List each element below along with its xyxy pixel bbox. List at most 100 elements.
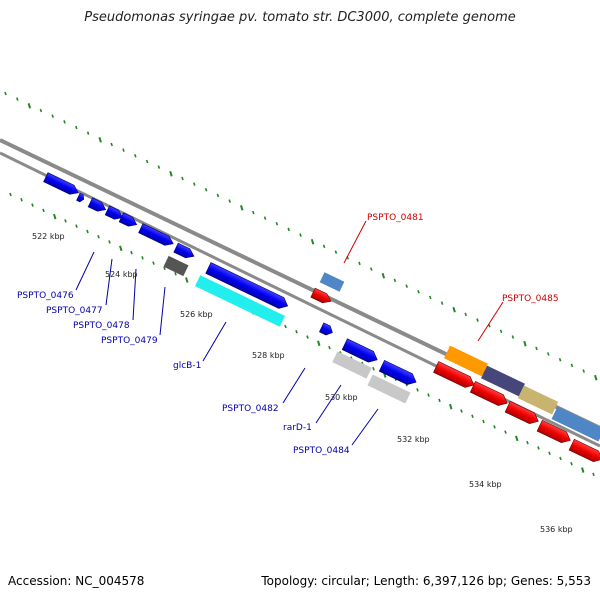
gene-pspto-0481-upper[interactable]	[319, 272, 345, 292]
scale-label: 536 kbp	[540, 525, 573, 534]
gene-glcb-1-highlight[interactable]	[195, 275, 285, 327]
leader-line	[315, 384, 342, 424]
gene-pspto-0479[interactable]	[138, 223, 176, 249]
gene-label[interactable]: PSPTO_0476	[17, 291, 74, 301]
scale-tick	[515, 435, 519, 442]
scale-tick	[499, 329, 503, 334]
scale-tick	[51, 114, 54, 118]
scale-tick	[157, 165, 161, 169]
scale-tick	[582, 369, 585, 373]
gene-pspto-0478[interactable]	[104, 205, 125, 222]
leader-line	[282, 367, 306, 404]
gene-label[interactable]: PSPTO_0485	[502, 294, 559, 304]
scale-tick	[263, 216, 267, 220]
gene-link-pspto-0476[interactable]: PSPTO_0476	[17, 291, 74, 301]
scale-tick	[75, 224, 78, 228]
scale-tick	[152, 261, 155, 265]
scale-tick	[20, 198, 23, 202]
scale-tick	[42, 208, 45, 213]
scale-tick	[108, 240, 111, 244]
gene-link-pspto-0485[interactable]: PSPTO_0485	[502, 294, 559, 304]
gene-pspto-0489-lower[interactable]	[568, 438, 600, 465]
leader-line	[477, 301, 504, 342]
gene-label[interactable]: glcB-1	[173, 361, 201, 371]
scale-tick	[86, 229, 89, 234]
scale-tick	[317, 340, 321, 347]
gene-label[interactable]: PSPTO_0477	[46, 306, 103, 316]
scale-tick	[193, 182, 196, 186]
scale-tick	[334, 250, 338, 254]
gene-pspto-0486-lower[interactable]	[469, 380, 509, 408]
gene-label[interactable]: PSPTO_0482	[222, 404, 279, 414]
gene-pspto-0487-lower[interactable]	[504, 400, 541, 427]
scale-tick	[438, 398, 441, 403]
scale-tick	[306, 335, 309, 339]
scale-label: 524 kbp	[105, 270, 138, 279]
gene-label[interactable]: PSPTO_0481	[367, 213, 424, 223]
gene-label[interactable]: PSPTO_0484	[293, 446, 350, 456]
scale-tick	[381, 272, 386, 279]
scale-tick	[141, 256, 144, 260]
scale-tick	[493, 425, 496, 429]
leader-line	[343, 220, 367, 264]
scale-tick	[53, 213, 57, 220]
scale-tick	[482, 419, 485, 424]
gene-link-pspto-0477[interactable]: PSPTO_0477	[46, 306, 103, 316]
gene-pspto-0482-small[interactable]	[319, 322, 334, 337]
gene-pspto-0488[interactable]	[551, 406, 600, 442]
gene-pspto-0483[interactable]	[378, 359, 418, 387]
scale-tick	[416, 388, 419, 392]
scale-tick	[558, 357, 562, 362]
scale-tick	[537, 446, 540, 450]
gene-pspto-0482[interactable]	[341, 338, 380, 365]
scale-tick	[523, 340, 527, 347]
scale-tick	[204, 188, 208, 192]
scale-tick	[122, 148, 125, 152]
leader-line	[105, 258, 113, 306]
gene-label[interactable]: PSPTO_0479	[101, 336, 158, 346]
scale-label: 526 kbp	[180, 310, 213, 319]
gene-pspto-0476[interactable]	[43, 172, 81, 198]
gene-pspto-0480[interactable]	[173, 242, 196, 261]
scale-tick	[460, 409, 463, 413]
scale-tick	[31, 203, 34, 207]
gene-glcb-1[interactable]	[205, 262, 291, 312]
scale-tick	[358, 261, 361, 266]
leader-line	[132, 268, 137, 321]
gene-link-pspto-0482[interactable]: PSPTO_0482	[222, 404, 279, 414]
gene-pspto-0485-lower[interactable]	[433, 361, 476, 391]
gene-pspto-0487[interactable]	[517, 385, 559, 415]
scale-tick	[98, 137, 102, 143]
gene-pspto-0485[interactable]	[444, 345, 488, 377]
gene-features	[43, 172, 600, 465]
gene-link-pspto-0481[interactable]: PSPTO_0481	[367, 213, 424, 223]
scale-tick	[216, 193, 220, 198]
gene-label[interactable]: rarD-1	[283, 423, 312, 433]
gene-link-pspto-0484[interactable]: PSPTO_0484	[293, 446, 350, 456]
scale-label: 532 kbp	[397, 435, 430, 444]
gene-pspto-0488-lower[interactable]	[536, 419, 573, 446]
scale-tick	[63, 120, 66, 124]
scale-tick	[64, 219, 67, 223]
label-leader-lines	[75, 220, 504, 446]
scale-tick	[252, 210, 255, 215]
gene-link-rard-1[interactable]: rarD-1	[283, 423, 312, 433]
gene-pspto-0484[interactable]	[367, 374, 411, 404]
scale-tick	[405, 284, 408, 288]
gene-grey-1[interactable]	[163, 255, 189, 277]
gene-pspto-0477[interactable]	[87, 197, 108, 214]
gene-pspto-0481[interactable]	[310, 287, 333, 306]
gene-pspto-0486[interactable]	[481, 365, 525, 397]
gene-link-glcb-1[interactable]: glcB-1	[173, 361, 201, 371]
gene-link-pspto-0479[interactable]: PSPTO_0479	[101, 336, 158, 346]
gene-pspto-0479a[interactable]	[118, 212, 139, 229]
scale-tick	[372, 366, 375, 371]
gene-rard-1[interactable]	[332, 351, 372, 379]
gene-link-pspto-0478[interactable]: PSPTO_0478	[73, 321, 130, 331]
gene-label[interactable]: PSPTO_0478	[73, 321, 130, 331]
scale-tick	[284, 324, 287, 329]
gene-pspto-0476b[interactable]	[76, 192, 86, 203]
scale-tick	[370, 267, 373, 271]
